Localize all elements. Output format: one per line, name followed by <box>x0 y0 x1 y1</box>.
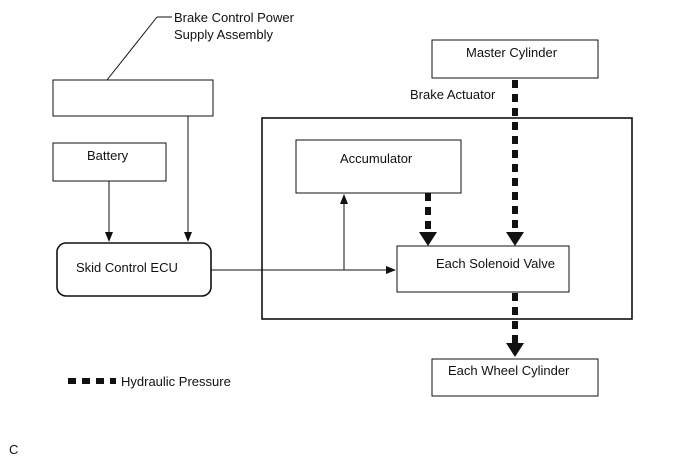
each-wheel-cylinder-label: Each Wheel Cylinder <box>448 363 570 378</box>
master-to-solenoid-hydraulic-arrowhead <box>506 232 524 246</box>
each-wheel-cylinder-box <box>431 358 599 397</box>
brake-actuator-label: Brake Actuator <box>410 87 496 102</box>
each-solenoid-valve-box <box>396 245 570 293</box>
accumulator-box <box>295 139 462 194</box>
skid-control-ecu-label: Skid Control ECU <box>76 260 178 275</box>
master-cylinder-label: Master Cylinder <box>466 45 558 60</box>
accumulator-label: Accumulator <box>340 151 413 166</box>
battery-label: Battery <box>87 148 129 163</box>
solenoid-to-wheel-hydraulic-arrowhead <box>506 343 524 357</box>
power-supply-label-line2: Supply Assembly <box>174 27 273 42</box>
power-supply-leader-line <box>106 16 158 81</box>
legend-hydraulic-label: Hydraulic Pressure <box>121 374 231 389</box>
power-supply-label-line1: Brake Control Power <box>174 10 295 25</box>
each-solenoid-valve-label: Each Solenoid Valve <box>436 256 555 271</box>
master-cylinder-box <box>431 39 599 79</box>
power-supply-box <box>52 79 214 117</box>
corner-code: C <box>9 442 18 457</box>
brake-actuator-box <box>261 117 633 320</box>
accumulator-to-solenoid-hydraulic-arrowhead <box>419 232 437 246</box>
